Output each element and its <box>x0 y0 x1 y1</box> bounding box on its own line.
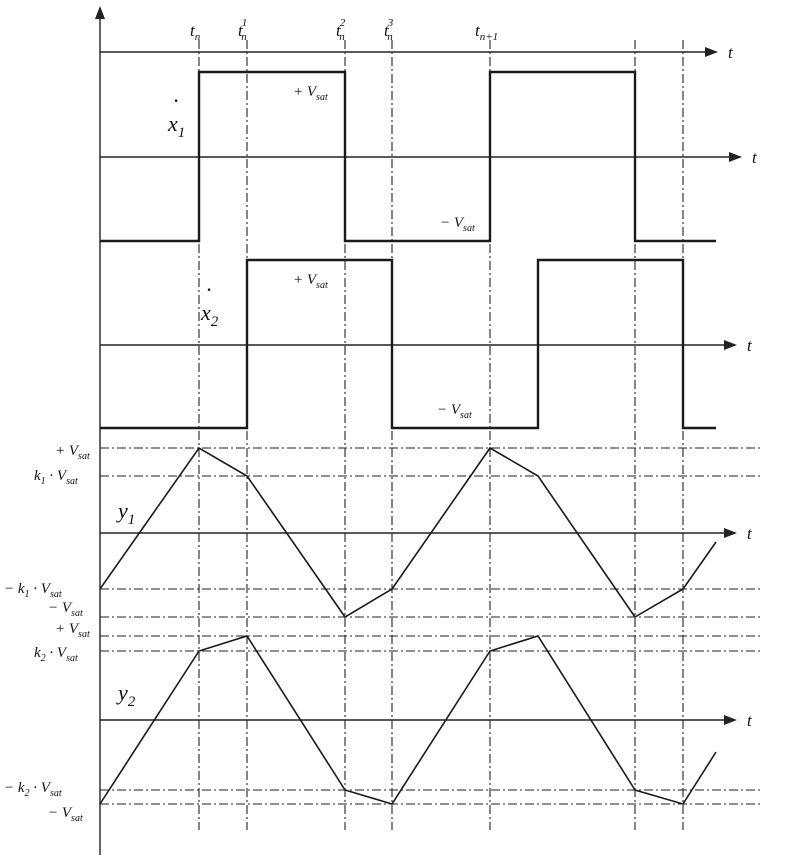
signal-labels: · x1 · x2 y1 y2 <box>116 88 219 710</box>
y1-waveform <box>99 446 717 619</box>
x1-neg-vsat-label: − Vsat <box>440 215 475 234</box>
y2-time-axis-arrow <box>724 715 737 725</box>
vertical-axis-arrow <box>95 6 105 19</box>
top-time-axis-arrow <box>705 47 718 57</box>
y2-pos-vsat-label: + Vsat <box>55 621 90 640</box>
y2-time-axis-label: t <box>747 711 753 730</box>
y2-waveform <box>99 635 717 805</box>
x2-square-wave <box>100 258 716 430</box>
y1-time-axis-arrow <box>724 528 737 538</box>
level-guides <box>100 447 760 805</box>
label-x2: x2 <box>200 300 219 330</box>
y2-neg-vsat-label: − Vsat <box>48 805 83 824</box>
label-tn: tn <box>190 21 201 43</box>
axis-level-labels: + Vsat k1 · Vsat − k1 · Vsat − Vsat + Vs… <box>4 443 90 824</box>
label-tnp1: tn+1 <box>475 21 498 43</box>
time-axes: t t t t t <box>100 43 758 730</box>
label-x1-dot: · <box>173 88 179 113</box>
y2-k2-pos-label: k2 · Vsat <box>34 645 78 664</box>
label-y2: y2 <box>116 680 136 710</box>
x2-time-axis-arrow <box>724 340 737 350</box>
time-instant-guides <box>198 40 684 830</box>
y1-k1-pos-label: k1 · Vsat <box>34 468 78 487</box>
y1-pos-vsat-label: + Vsat <box>55 443 90 462</box>
top-time-axis-label: t <box>728 43 734 62</box>
y1-k1-neg-label: − k1 · Vsat <box>4 581 62 600</box>
label-x2-dot: · <box>206 277 212 302</box>
x2-neg-vsat-label: − Vsat <box>437 402 472 421</box>
x2-time-axis-label: t <box>747 336 753 355</box>
x1-time-axis-label: t <box>752 148 758 167</box>
label-y1: y1 <box>116 498 135 528</box>
y2-k2-neg-label: − k2 · Vsat <box>4 780 62 799</box>
square-level-labels: + Vsat − Vsat + Vsat − Vsat <box>293 84 475 421</box>
x2-pos-vsat-label: + Vsat <box>293 272 328 291</box>
x1-pos-vsat-label: + Vsat <box>293 84 328 103</box>
label-x1: x1 <box>167 111 185 141</box>
y1-time-axis-label: t <box>747 524 753 543</box>
x1-time-axis-arrow <box>729 152 742 162</box>
x1-square-wave <box>100 70 716 243</box>
y1-neg-vsat-label: − Vsat <box>48 600 83 619</box>
